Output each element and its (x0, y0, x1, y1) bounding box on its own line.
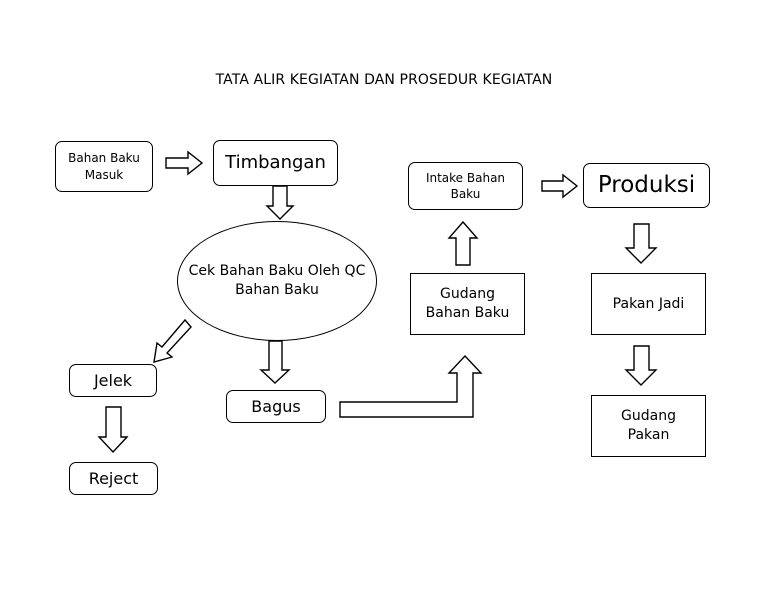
node-cek-qc: Cek Bahan Baku Oleh QC Bahan Baku (177, 221, 377, 341)
node-label: Reject (88, 468, 139, 488)
node-bahan-baku-masuk: Bahan Baku Masuk (55, 141, 153, 192)
node-gudang-pakan: Gudang Pakan (591, 395, 706, 457)
node-label: Pakan Jadi (612, 295, 685, 312)
node-jelek: Jelek (69, 364, 157, 397)
node-label: Gudang Bahan Baku (425, 286, 510, 321)
arrow-bagus-to-gudang (339, 354, 483, 418)
node-label: Cek Bahan Baku Oleh QC Bahan Baku (188, 263, 366, 298)
node-timbangan: Timbangan (213, 140, 338, 186)
arrow-timbangan-to-qc (265, 185, 295, 220)
arrow-qc-to-bagus (259, 340, 291, 384)
arrow-pakan-to-gudang-pakan (624, 345, 658, 386)
node-intake: Intake Bahan Baku (408, 162, 523, 210)
node-produksi: Produksi (583, 163, 710, 208)
node-label: Gudang Pakan (621, 408, 676, 443)
node-pakan-jadi: Pakan Jadi (591, 273, 706, 335)
node-bagus: Bagus (226, 390, 326, 423)
node-label: Bagus (251, 396, 301, 416)
arrow-gudang-to-intake (447, 220, 479, 266)
arrow-intake-to-produksi (541, 173, 579, 199)
node-reject: Reject (69, 462, 158, 495)
node-gudang-bahan-baku: Gudang Bahan Baku (410, 273, 525, 335)
node-label: Jelek (93, 370, 133, 390)
arrow-produksi-to-pakan (624, 223, 658, 264)
node-label: Bahan Baku Masuk (68, 151, 140, 182)
arrow-masuk-to-timbangan (165, 150, 204, 176)
node-label: Produksi (597, 171, 696, 198)
diagram-title: TATA ALIR KEGIATAN DAN PROSEDUR KEGIATAN (215, 72, 553, 88)
node-label: Intake Bahan Baku (425, 170, 506, 201)
arrow-jelek-to-reject (97, 406, 129, 454)
node-label: Timbangan (225, 151, 326, 173)
arrow-qc-to-jelek (153, 318, 192, 363)
